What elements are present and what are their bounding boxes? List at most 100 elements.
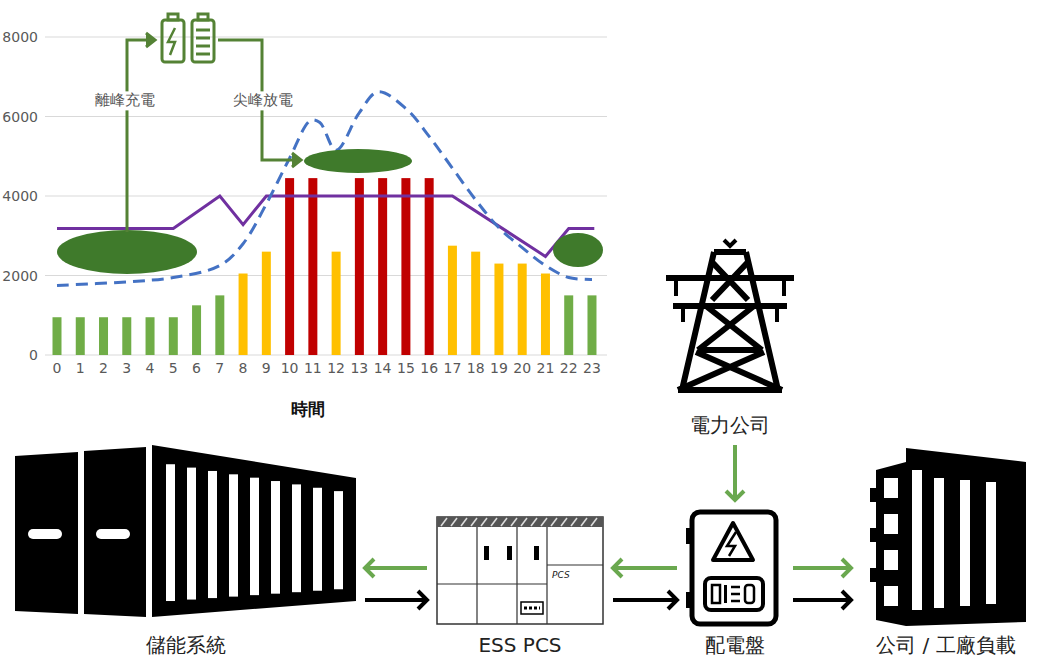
flow-connector bbox=[793, 591, 851, 609]
component-label: 配電盤 bbox=[705, 633, 765, 657]
container-slats bbox=[292, 484, 301, 592]
pcs-cabinet-icon bbox=[437, 527, 603, 624]
power-tower-icon bbox=[712, 262, 748, 300]
panel-icon bbox=[745, 585, 754, 603]
x-tick-label: 15 bbox=[397, 360, 415, 376]
load-bar bbox=[308, 178, 317, 355]
container-slats bbox=[334, 491, 343, 589]
vent-hatch bbox=[441, 518, 597, 526]
pcs-cabinet-icon bbox=[524, 607, 540, 610]
power-tower-icon bbox=[698, 306, 762, 350]
battery-icon bbox=[168, 28, 175, 55]
load-bar bbox=[494, 264, 503, 355]
panel-icon bbox=[692, 512, 776, 624]
load-bar bbox=[518, 264, 527, 355]
vent-hatch bbox=[511, 518, 517, 526]
panel-icon bbox=[712, 585, 720, 603]
arrow-head bbox=[842, 591, 851, 609]
component-label: 儲能系統 bbox=[146, 633, 226, 657]
flow-connector bbox=[365, 559, 427, 577]
flow-arrow bbox=[127, 40, 154, 232]
building-icon bbox=[870, 528, 880, 542]
device-label: PCS bbox=[552, 570, 570, 580]
panel-icon bbox=[705, 578, 763, 610]
vent-hatch bbox=[461, 518, 467, 526]
energy-ellipse bbox=[57, 230, 197, 274]
battery-icon bbox=[162, 14, 214, 62]
component-node: ESS PCS bbox=[432, 510, 608, 662]
load-bar bbox=[192, 305, 201, 355]
x-tick-label: 20 bbox=[513, 360, 531, 376]
chart bbox=[45, 37, 607, 355]
arrow-head bbox=[418, 591, 427, 609]
container-slats bbox=[250, 478, 259, 595]
vent-hatch bbox=[561, 518, 567, 526]
x-tick-label: 12 bbox=[327, 360, 345, 376]
flow-connector bbox=[613, 591, 677, 609]
building-windows bbox=[884, 550, 898, 570]
container-slats bbox=[313, 488, 322, 591]
battery-icon bbox=[196, 53, 210, 56]
pcs-cabinet-icon bbox=[437, 517, 603, 624]
x-tick-label: 3 bbox=[122, 360, 131, 376]
battery-icon bbox=[196, 45, 210, 48]
energy-ellipse bbox=[553, 233, 603, 267]
load-bar bbox=[76, 317, 85, 355]
vent-hatch bbox=[591, 518, 597, 526]
pcs-cabinet-icon bbox=[437, 517, 603, 527]
building-windows bbox=[884, 586, 898, 606]
panel-icon bbox=[727, 532, 736, 556]
x-tick-label: 11 bbox=[304, 360, 322, 376]
y-tick-label: 2000 bbox=[2, 267, 38, 283]
x-tick-label: 14 bbox=[374, 360, 392, 376]
flow-arrow bbox=[146, 33, 155, 47]
x-tick-label: 19 bbox=[490, 360, 508, 376]
x-tick-label: 18 bbox=[467, 360, 485, 376]
load-bar bbox=[564, 295, 573, 355]
grid-line bbox=[45, 116, 607, 117]
load-bar bbox=[285, 178, 294, 355]
container-icon bbox=[84, 447, 146, 617]
load-bar bbox=[471, 252, 480, 355]
container-slats bbox=[271, 481, 280, 594]
power-tower-icon bbox=[698, 347, 762, 353]
load-bar bbox=[262, 252, 271, 355]
vent-hatch bbox=[441, 518, 447, 526]
load-bar bbox=[332, 252, 341, 355]
flow-arrow bbox=[127, 33, 301, 232]
x-tick-label: 9 bbox=[262, 360, 271, 376]
building-windows bbox=[884, 470, 996, 610]
arrow-head bbox=[365, 559, 374, 577]
flow-arrow bbox=[292, 153, 301, 167]
power-tower-icon bbox=[714, 249, 746, 255]
building-icon bbox=[906, 448, 1026, 626]
load-bar bbox=[146, 317, 155, 355]
demand-curve bbox=[57, 92, 592, 286]
x-tick-label: 7 bbox=[215, 360, 224, 376]
building-icon bbox=[876, 462, 906, 626]
container-slats bbox=[166, 464, 175, 601]
y-tick-label: 6000 bbox=[2, 108, 38, 124]
x-tick-label: 13 bbox=[350, 360, 368, 376]
component-label: 公司 / 工廠負載 bbox=[876, 633, 1015, 657]
vent-hatch bbox=[451, 518, 457, 526]
power-tower-icon bbox=[724, 240, 736, 246]
x-tick-label: 23 bbox=[583, 360, 601, 376]
arrow-head bbox=[613, 559, 622, 577]
container-slats bbox=[187, 468, 196, 600]
container-icon bbox=[15, 445, 356, 617]
power-tower-icon bbox=[676, 278, 784, 322]
x-tick-label: 6 bbox=[192, 360, 201, 376]
component-label: 電力公司 bbox=[690, 413, 770, 437]
load-bar bbox=[587, 295, 596, 355]
vent-hatch bbox=[531, 518, 537, 526]
container-icon bbox=[96, 529, 130, 539]
component-node: 公司 / 工廠負載 bbox=[856, 438, 1036, 662]
load-bar bbox=[169, 317, 178, 355]
x-tick-label: 17 bbox=[443, 360, 461, 376]
component-node: 儲能系統 bbox=[12, 440, 360, 662]
grid-line bbox=[45, 37, 607, 38]
flow-connector bbox=[726, 445, 744, 500]
vent-hatch bbox=[501, 518, 507, 526]
pcs-cabinet-icon bbox=[534, 546, 539, 560]
